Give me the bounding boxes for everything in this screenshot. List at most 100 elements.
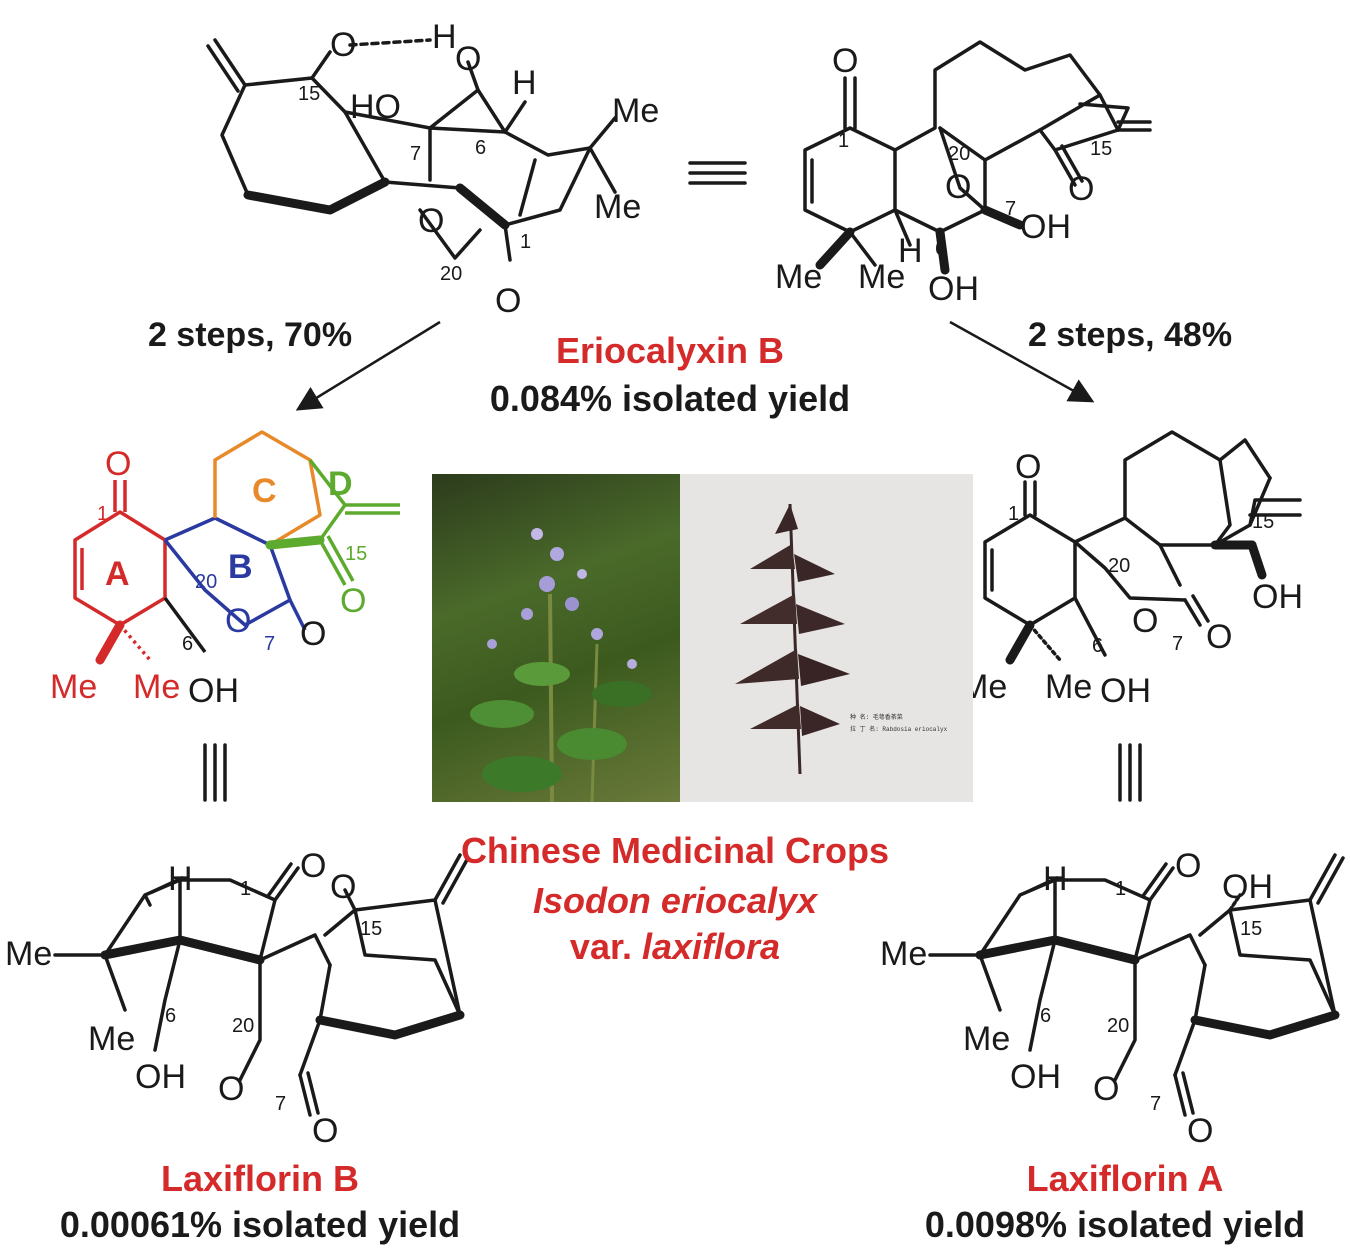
locant-15: 15 <box>1252 511 1274 533</box>
equivalence-sign-right <box>1118 743 1142 802</box>
herbarium-label-line1: 种 名: 毛萼香茶菜 <box>850 714 903 721</box>
locant-15: 15 <box>1240 918 1262 940</box>
atom-me: Me <box>88 1020 135 1058</box>
atom-o: O <box>225 602 251 640</box>
locant-15: 15 <box>360 918 382 940</box>
eriocalyxin-b-name: Eriocalyxin B <box>555 330 785 371</box>
eriocalyxin-b-flat-structure: O O O OH OH H Me Me 1 20 15 7 6 <box>775 40 1152 308</box>
locant-15: 15 <box>345 543 367 565</box>
locant-20: 20 <box>232 1015 254 1037</box>
variety-name: laxiflora <box>642 926 781 967</box>
ring-label-b: B <box>228 548 253 586</box>
locant-6: 6 <box>165 1005 176 1027</box>
atom-oh: OH <box>1020 208 1071 246</box>
atom-ho: HO <box>350 88 401 126</box>
laxiflorin-a-name: Laxiflorin A <box>1026 1158 1224 1199</box>
locant-7: 7 <box>264 633 275 655</box>
locant-20: 20 <box>440 263 462 285</box>
atom-me: Me <box>133 668 180 706</box>
locant-7: 7 <box>410 143 421 165</box>
ring-label-d: D <box>328 465 353 503</box>
atom-o: O <box>1093 1070 1119 1108</box>
atom-o: O <box>495 282 521 320</box>
ring-label-c: C <box>252 472 277 510</box>
locant-20: 20 <box>1108 555 1130 577</box>
atom-me: Me <box>963 1020 1010 1058</box>
live-plant-photo <box>432 474 680 802</box>
locant-15: 15 <box>1090 138 1112 160</box>
atom-me: Me <box>880 935 927 973</box>
atom-o: O <box>105 445 131 483</box>
atom-o: O <box>1206 618 1232 656</box>
locant-1: 1 <box>838 130 849 152</box>
locant-1: 1 <box>1008 503 1019 525</box>
locant-1: 1 <box>240 878 251 900</box>
atom-o: O <box>300 615 326 653</box>
eriocalyxin-b-yield: 0.084% isolated yield <box>489 378 851 419</box>
locant-7: 7 <box>275 1093 286 1115</box>
live-plant-illustration <box>470 528 652 802</box>
locant-1: 1 <box>97 503 108 525</box>
atom-h: H <box>168 860 193 898</box>
locant-7: 7 <box>1005 198 1016 220</box>
locant-7: 7 <box>1172 633 1183 655</box>
atom-o: O <box>312 1112 338 1150</box>
atom-o: O <box>340 582 366 620</box>
atom-me: Me <box>612 92 659 130</box>
atom-me: Me <box>594 188 641 226</box>
atom-o: O <box>330 26 356 64</box>
atom-o: O <box>1187 1112 1213 1150</box>
atom-me: Me <box>5 935 52 973</box>
arrow-right-label: 2 steps, 48% <box>1027 316 1233 354</box>
laxiflorin-a-flat-structure: O 1 20 O 7 O 15 OH 6 Me Me OH <box>960 430 1303 710</box>
atom-oh: OH <box>135 1058 186 1096</box>
locant-6: 6 <box>182 633 193 655</box>
locant-6: 6 <box>1040 1005 1051 1027</box>
atom-o: O <box>218 1070 244 1108</box>
arrow-right <box>949 320 1095 403</box>
atom-o: O <box>1132 602 1158 640</box>
locant-15: 15 <box>298 83 320 105</box>
locant-7: 7 <box>1150 1093 1161 1115</box>
atom-o: O <box>1068 170 1094 208</box>
atom-o: O <box>1175 847 1201 885</box>
laxiflorin-b-yield: 0.00061% isolated yield <box>59 1204 461 1245</box>
locant-6: 6 <box>1092 635 1103 657</box>
ring-label-a: A <box>105 555 130 593</box>
atom-oh: OH <box>1222 868 1273 906</box>
atom-h: H <box>1043 860 1068 898</box>
locant-1: 1 <box>520 231 531 253</box>
atom-me: Me <box>775 258 822 296</box>
atom-o: O <box>832 42 858 80</box>
arrow-left-label: 2 steps, 70% <box>147 316 353 354</box>
atom-oh: OH <box>928 270 979 308</box>
arrow-left <box>295 320 441 411</box>
eriocalyxin-b-3d-structure: O H O HO H Me Me O O 15 7 6 1 20 <box>206 18 659 320</box>
laxiflorin-a-3d-structure: H O OH Me Me OH O O 1 15 6 20 7 <box>880 847 1345 1150</box>
atom-o: O <box>945 168 971 206</box>
laxiflorin-b-colored-structure: O 1 A B C D 20 O 7 O 15 O 6 Me Me OH <box>50 430 400 710</box>
herbarium-specimen: 种 名: 毛萼香茶菜 拉 丁 名: Rabdosia eriocalyx <box>680 474 973 802</box>
plant-photograph: 种 名: 毛萼香茶菜 拉 丁 名: Rabdosia eriocalyx <box>432 474 973 802</box>
plant-title: Chinese Medicinal Crops <box>460 830 890 871</box>
plant-variety-line: var. laxiflora <box>500 926 850 968</box>
locant-6: 6 <box>475 137 486 159</box>
plant-species: Isodon eriocalyx <box>532 880 818 921</box>
atom-o: O <box>1015 448 1041 486</box>
atom-o: O <box>418 202 444 240</box>
atom-me: Me <box>50 668 97 706</box>
locant-20: 20 <box>948 143 970 165</box>
atom-oh: OH <box>188 672 239 710</box>
equivalence-sign <box>688 161 747 185</box>
atom-h: H <box>432 18 457 56</box>
atom-me: Me <box>858 258 905 296</box>
laxiflorin-b-name: Laxiflorin B <box>160 1158 360 1199</box>
atom-h: H <box>512 64 537 102</box>
locant-20: 20 <box>1107 1015 1129 1037</box>
atom-me: Me <box>1045 668 1092 706</box>
atom-oh: OH <box>1010 1058 1061 1096</box>
herbarium-leaf-illustration <box>735 503 850 775</box>
atom-oh: OH <box>1100 672 1151 710</box>
locant-1: 1 <box>1115 878 1126 900</box>
